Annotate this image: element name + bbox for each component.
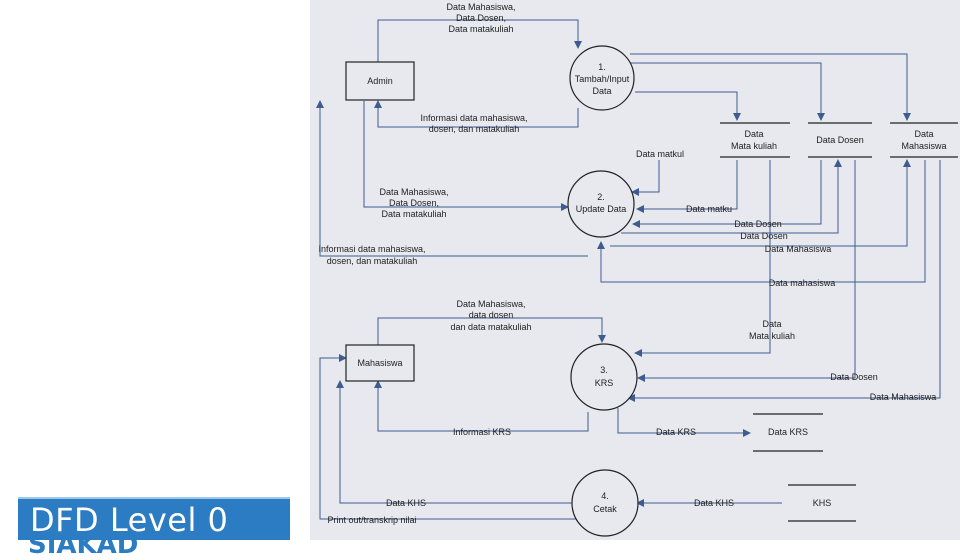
flow-line-mhsentity-p3: [377, 317, 606, 345]
flow-line-p1-dosen: [628, 62, 825, 121]
entity-admin-label: Admin: [367, 76, 393, 86]
dfd-diagram: Admin Mahasiswa 1. Tambah/Input Data 2. …: [316, 2, 958, 537]
flow-label-9-line-2: dosen, dan matakuliah: [327, 256, 418, 266]
store-krs-line-1: Data KRS: [768, 427, 808, 437]
flow-line-p4-mhsentity: [336, 380, 572, 504]
diagram-panel: [310, 0, 960, 540]
flow-label-7: Data Dosen: [740, 231, 788, 241]
flow-line-mhs-p3: [627, 160, 941, 402]
flow-label-1-line-2: Data Dosen,: [456, 13, 506, 23]
flow-label-16: Data KRS: [656, 427, 696, 437]
entity-admin: Admin: [345, 61, 415, 101]
flow-label-2-line-2: dosen, dan matakuliah: [429, 124, 520, 134]
flow-label-9-line-1: Informasi data mahasiswa,: [318, 244, 425, 254]
process-1-line-2: Tambah/Input: [575, 74, 630, 84]
process-1: 1. Tambah/Input Data: [569, 45, 635, 111]
flow-label-11-line-1: Data Mahasiswa,: [456, 299, 525, 309]
flow-line-dosen-p3: [637, 160, 856, 382]
flow-label-13: Data Dosen: [830, 372, 878, 382]
store-mata-kuliah-line-1: Data: [744, 129, 763, 139]
store-dosen: Data Dosen: [808, 122, 872, 158]
process-3-line-1: 3.: [600, 365, 608, 375]
process-4: 4. Cetak: [571, 469, 639, 537]
store-khs-line-1: KHS: [813, 498, 832, 508]
process-2: 2. Update Data: [567, 170, 635, 238]
flow-label-5: Data matku: [686, 204, 732, 214]
flow-line-p1-admin: [374, 100, 579, 128]
process-1-line-1: 1.: [598, 62, 606, 72]
flow-label-19: Print out/transkrip nilai: [327, 515, 416, 525]
flow-line-matkul-p3: [634, 160, 771, 357]
flow-line-p2-dosen-2: [621, 159, 842, 234]
store-mata-kuliah: Data Mata kuliah: [720, 122, 790, 158]
slide-title: DFD Level 0: [30, 501, 229, 539]
flow-label-2: Informasi data mahasiswa, dosen, dan mat…: [420, 113, 527, 134]
flow-line-p2-dosen-1: [632, 160, 822, 228]
process-3: 3. KRS: [570, 343, 638, 411]
flow-label-4-line-3: Data matakuliah: [381, 209, 446, 219]
process-3-line-2: KRS: [595, 378, 614, 388]
flow-label-14: Data Mahasiswa: [870, 392, 937, 402]
slide-subtitle: SIAKAD: [28, 530, 139, 560]
flow-label-11-line-2: data dosen: [469, 310, 514, 320]
process-1-line-3: Data: [592, 86, 611, 96]
flow-line-p1-mhs: [630, 53, 911, 121]
flow-label-3: Data matkul: [636, 149, 684, 159]
slide: Admin Mahasiswa 1. Tambah/Input Data 2. …: [18, 0, 960, 560]
flow-label-4-line-2: Data Dosen,: [389, 198, 439, 208]
flow-line-p2-matkul: [636, 160, 738, 213]
flow-line-admin-p2: [363, 101, 569, 211]
flow-line-p3-mhsentity: [374, 380, 589, 432]
flow-label-1-line-3: Data matakuliah: [448, 24, 513, 34]
flow-label-17: Data KHS: [386, 498, 426, 508]
flow-label-9: Informasi data mahasiswa, dosen, dan mat…: [318, 244, 425, 266]
flow-label-2-line-1: Informasi data mahasiswa,: [420, 113, 527, 123]
store-mata-kuliah-line-2: Mata kuliah: [731, 141, 777, 151]
entity-mahasiswa: Mahasiswa: [345, 344, 415, 382]
process-2-line-2: Update Data: [576, 204, 627, 214]
flow-line-p1-matkul: [635, 91, 741, 121]
flow-label-11: Data Mahasiswa, data dosen dan data mata…: [450, 299, 531, 332]
process-4-line-1: 4.: [601, 491, 609, 501]
flow-label-15: Informasi KRS: [453, 427, 511, 437]
title-box: DFD Level 0: [18, 497, 290, 540]
store-mahasiswa-line-2: Mahasiswa: [901, 141, 946, 151]
flow-line-p3-krs: [617, 408, 751, 437]
flow-line-matkul-p2: [631, 160, 660, 196]
flow-label-12-line-1: Data: [762, 319, 781, 329]
store-mahasiswa: Data Mahasiswa: [890, 122, 958, 158]
flow-label-12: Data Mata kuliah: [749, 319, 795, 341]
flow-line-p4-print: [319, 354, 578, 520]
flow-line-p2-admin: [316, 100, 588, 257]
flow-label-8: Data Mahasiswa: [765, 244, 832, 254]
flow-label-12-line-2: Mata kuliah: [749, 331, 795, 341]
store-dosen-line-1: Data Dosen: [816, 135, 864, 145]
flow-label-11-line-3: dan data matakuliah: [450, 322, 531, 332]
store-khs: KHS: [788, 484, 856, 522]
store-krs: Data KRS: [753, 413, 823, 452]
flow-line-admin-p1: [377, 19, 582, 62]
flow-label-6: Data Dosen: [734, 219, 782, 229]
flow-label-18: Data KHS: [694, 498, 734, 508]
flow-line-mhs-p2: [597, 160, 926, 283]
flow-label-4-line-1: Data Mahasiswa,: [379, 187, 448, 197]
process-4-line-2: Cetak: [593, 504, 617, 514]
store-mahasiswa-line-1: Data: [914, 129, 933, 139]
flow-label-1-line-1: Data Mahasiswa,: [446, 2, 515, 12]
entity-mahasiswa-label: Mahasiswa: [357, 358, 402, 368]
flow-label-10: Data mahasiswa: [769, 278, 836, 288]
process-2-line-1: 2.: [597, 192, 605, 202]
flow-label-4: Data Mahasiswa, Data Dosen, Data matakul…: [379, 187, 448, 219]
flow-line-p2-mhs: [610, 159, 911, 247]
flow-label-1: Data Mahasiswa, Data Dosen, Data matakul…: [446, 2, 515, 34]
